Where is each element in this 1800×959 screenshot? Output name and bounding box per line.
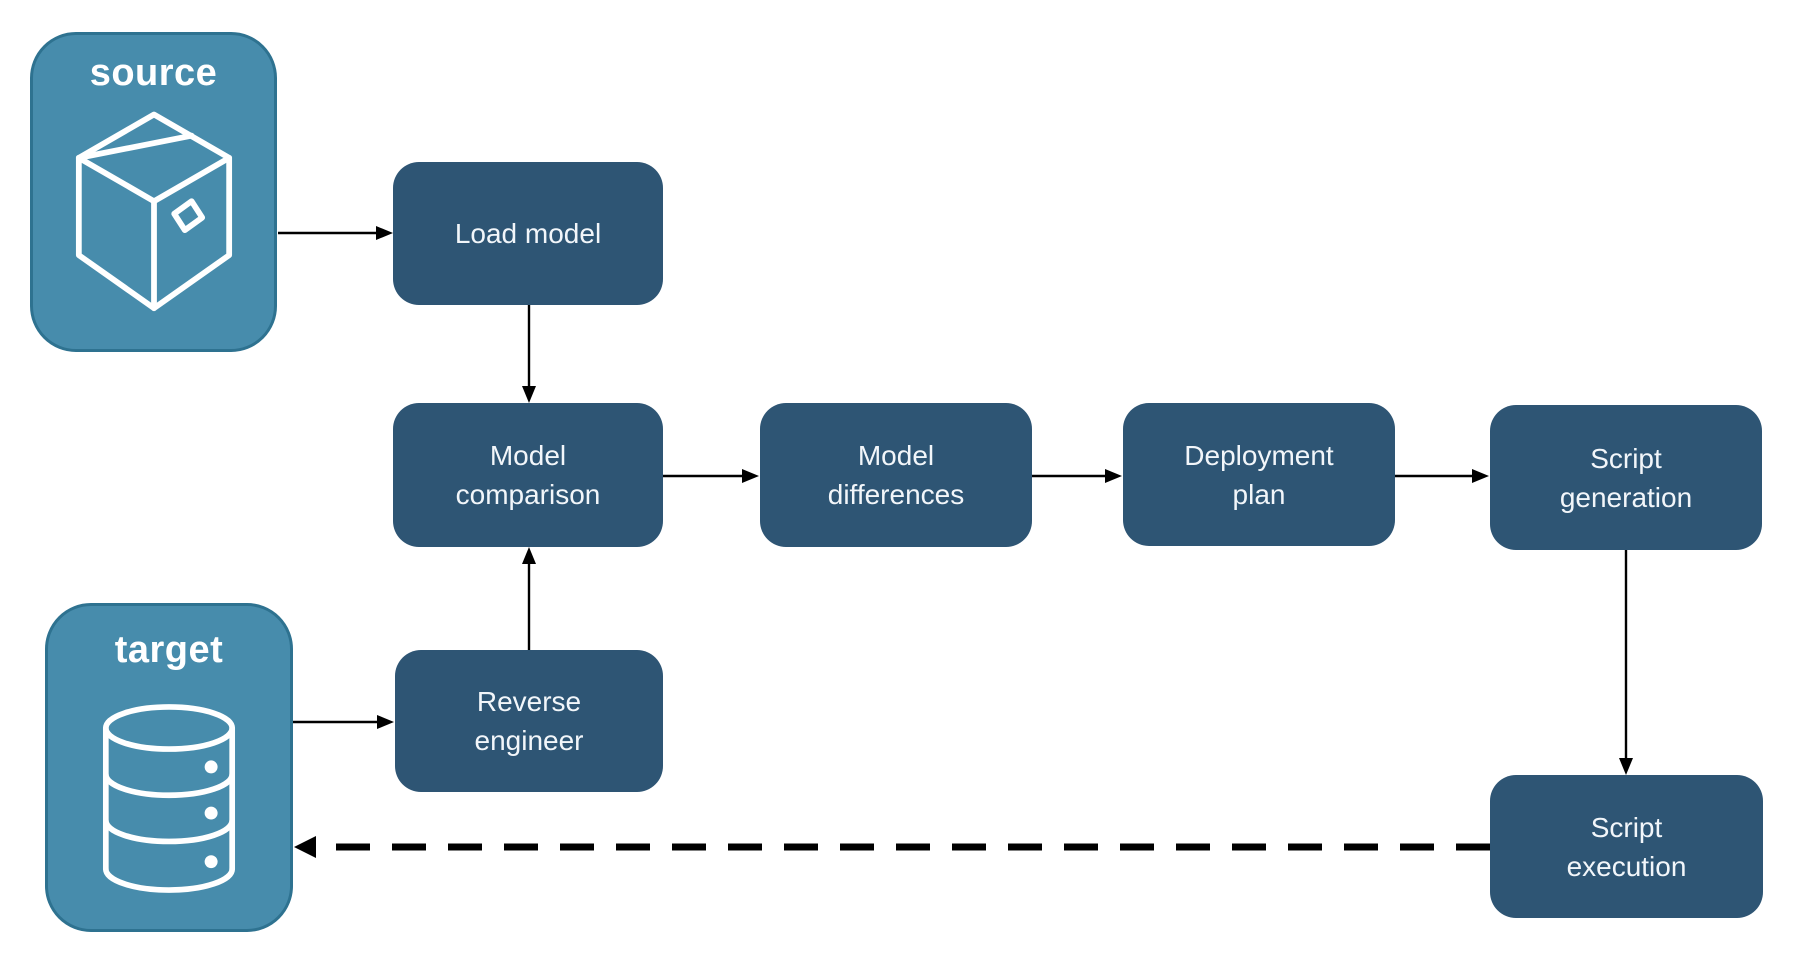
edge-reverse-engineer-to-model-comparison [522,547,536,650]
edge-model-comparison-to-model-differences [663,469,759,483]
package-icon [75,111,232,311]
database-dot [204,854,218,868]
edge-script-generation-to-script-execution [1619,550,1633,775]
edge-target-to-reverse-engineer [293,715,394,729]
node-script-execution: Script execution [1490,775,1763,918]
node-model-differences: Model differences [760,403,1032,547]
edge-script-execution-to-target-dashed [294,836,1490,858]
node-load-model: Load model [393,162,663,305]
edge-model-differences-to-deployment-plan [1032,469,1122,483]
source-badge: source [30,32,277,352]
node-deployment-plan: Deployment plan [1123,403,1395,546]
target-label: target [114,629,224,671]
source-label: source [89,52,218,94]
node-reverse-engineer: Reverse engineer [395,650,663,792]
edge-deployment-plan-to-script-generation [1395,469,1489,483]
target-badge: target [45,603,293,932]
node-script-generation: Script generation [1490,405,1762,550]
edge-load-model-to-model-comparison [522,305,536,403]
database-dot [204,806,218,820]
node-model-comparison: Model comparison [393,403,663,547]
database-dot [204,760,218,774]
database-icon [102,703,236,893]
edge-source-to-load-model [278,226,393,240]
